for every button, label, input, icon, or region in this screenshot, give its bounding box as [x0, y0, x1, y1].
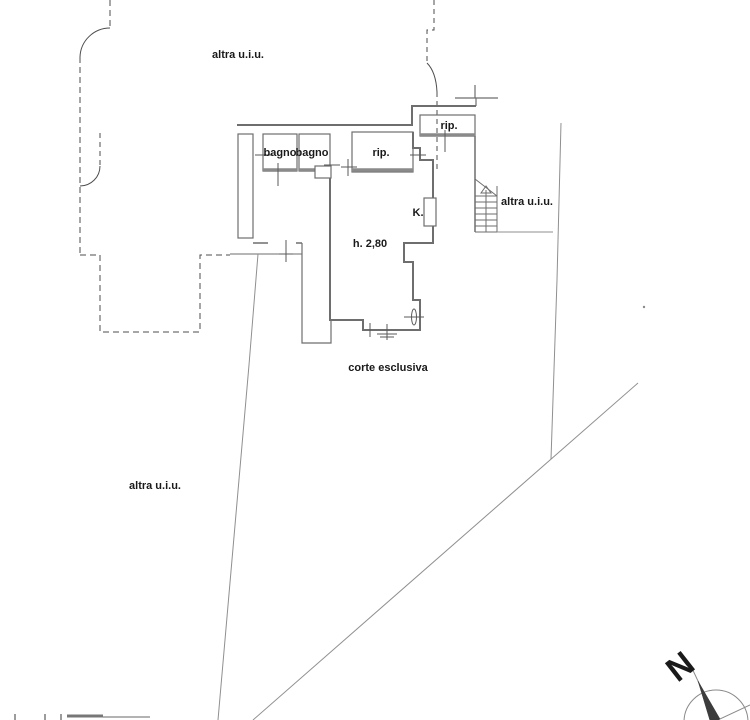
room-label-bagno-2: bagno: [296, 147, 329, 159]
dashed-wall: [80, 254, 230, 333]
door-ticks: [255, 130, 446, 340]
stairs-arrow: [480, 185, 492, 194]
survey-dot: [642, 305, 646, 309]
door-swing-arc: [79, 165, 101, 187]
compass-rose: N: [659, 644, 750, 720]
dashed-unit-outline-left: [79, 0, 230, 333]
boundary-lines: [217, 122, 646, 720]
door-swing-arc: [79, 27, 111, 58]
door-tick: [377, 324, 397, 340]
stairs-cut-line: [474, 178, 498, 197]
boundary-left: [217, 253, 259, 720]
label-ceiling-height: h. 2,80: [353, 238, 387, 250]
wall-pier-left: [237, 133, 254, 239]
room-label-rip-2: rip.: [440, 120, 457, 132]
boundary-diagonal: [252, 382, 639, 720]
compass-circle: [683, 689, 749, 720]
door-leaf-mark: [411, 308, 417, 326]
room-rip-1: [351, 131, 414, 173]
boundary-right: [550, 122, 562, 460]
label-altra-uiu-left: altra u.i.u.: [129, 480, 181, 492]
room-label-kitchen: K.: [413, 207, 424, 219]
dash-mark: [14, 714, 62, 720]
door-swing-arc: [426, 62, 438, 93]
compass-cross-line: [716, 704, 750, 720]
plan-labels: altra u.i.u. bagno bagno rip. rip. K. h.…: [129, 49, 553, 492]
dashed-wall: [426, 0, 435, 63]
wall-parapet: [475, 97, 498, 106]
wall-parapet: [455, 85, 476, 99]
bottom-left-fragment: [14, 714, 150, 720]
door-tick: [341, 159, 357, 176]
dashed-unit-boundary-top: [426, 0, 438, 172]
room-label-bagno-1: bagno: [264, 147, 297, 159]
room-label-rip-1: rip.: [372, 147, 389, 159]
wall-right-stepped: [329, 132, 434, 331]
staircase: [474, 136, 498, 233]
compass-needle: [697, 680, 721, 720]
label-altra-uiu-right: altra u.i.u.: [501, 196, 553, 208]
wall-top: [237, 105, 476, 126]
door-tick: [279, 240, 293, 262]
main-unit-walls: [230, 85, 498, 344]
wall-courtyard: [301, 243, 332, 344]
north-label: N: [659, 644, 702, 689]
label-corte-esclusiva: corte esclusiva: [348, 362, 428, 374]
threshold-block: [314, 165, 332, 179]
label-altra-uiu-top: altra u.i.u.: [212, 49, 264, 61]
kitchen-niche: [423, 197, 437, 227]
